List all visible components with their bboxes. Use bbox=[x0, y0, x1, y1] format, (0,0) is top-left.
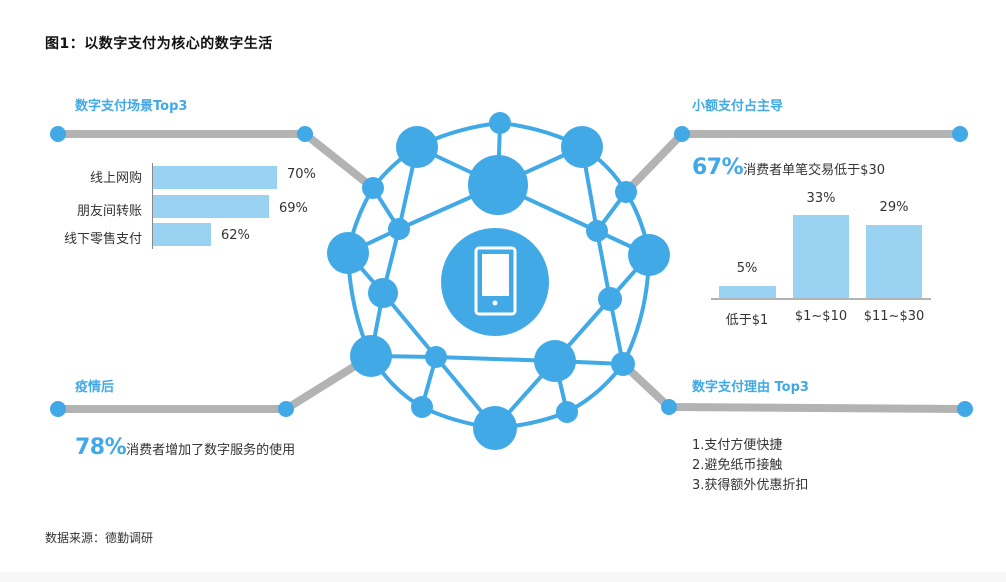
bar bbox=[153, 195, 269, 218]
bottom-band bbox=[0, 572, 1006, 582]
bar-value: 62% bbox=[221, 228, 250, 243]
highlight-text: 消费者增加了数字服务的使用 bbox=[126, 443, 296, 458]
smartphone-icon bbox=[474, 246, 517, 316]
column bbox=[793, 215, 849, 298]
bar-label: 线上网购 bbox=[89, 171, 142, 186]
section-title-small-payments: 小额支付占主导 bbox=[692, 99, 784, 114]
reason-item: 2.避免纸币接触 bbox=[692, 458, 783, 473]
column-axis bbox=[711, 298, 931, 300]
bar-value: 70% bbox=[287, 167, 316, 182]
column bbox=[866, 225, 922, 298]
column-category: 低于$1 bbox=[725, 313, 769, 328]
center-node bbox=[441, 228, 549, 336]
column-category: $1~$10 bbox=[794, 309, 848, 324]
column-value: 29% bbox=[879, 200, 909, 215]
figure-title: 图1：以数字支付为核心的数字生活 bbox=[45, 36, 273, 52]
network-nodes bbox=[327, 112, 670, 450]
bar-label: 线下零售支付 bbox=[63, 232, 142, 247]
highlight-number: 67% bbox=[692, 155, 744, 180]
post-pandemic-highlight: 78%消费者增加了数字服务的使用 bbox=[75, 435, 295, 460]
small-payment-highlight: 67%消费者单笔交易低于$30 bbox=[692, 155, 885, 180]
section-title-post-pandemic: 疫情后 bbox=[75, 380, 115, 395]
column-category: $11~$30 bbox=[863, 309, 925, 324]
reason-item: 1.支付方便快捷 bbox=[692, 438, 783, 453]
reasons-list: 1.支付方便快捷 2.避免纸币接触 3.获得额外优惠折扣 bbox=[692, 436, 808, 496]
reason-item: 3.获得额外优惠折扣 bbox=[692, 478, 809, 493]
bar-value: 69% bbox=[279, 201, 308, 216]
column-value: 33% bbox=[806, 191, 836, 206]
bar-label: 朋友间转账 bbox=[76, 204, 142, 219]
section-title-scenarios: 数字支付场景Top3 bbox=[75, 99, 188, 114]
column bbox=[719, 286, 776, 298]
data-source: 数据来源：德勤调研 bbox=[45, 531, 154, 545]
column-value: 5% bbox=[736, 261, 758, 276]
bar bbox=[153, 223, 211, 246]
bar-axis bbox=[152, 163, 153, 249]
section-title-reasons: 数字支付理由 Top3 bbox=[692, 380, 809, 395]
highlight-text: 消费者单笔交易低于$30 bbox=[743, 163, 885, 178]
bar bbox=[153, 166, 277, 189]
highlight-number: 78% bbox=[75, 435, 127, 460]
connector-endpoints bbox=[50, 126, 973, 417]
